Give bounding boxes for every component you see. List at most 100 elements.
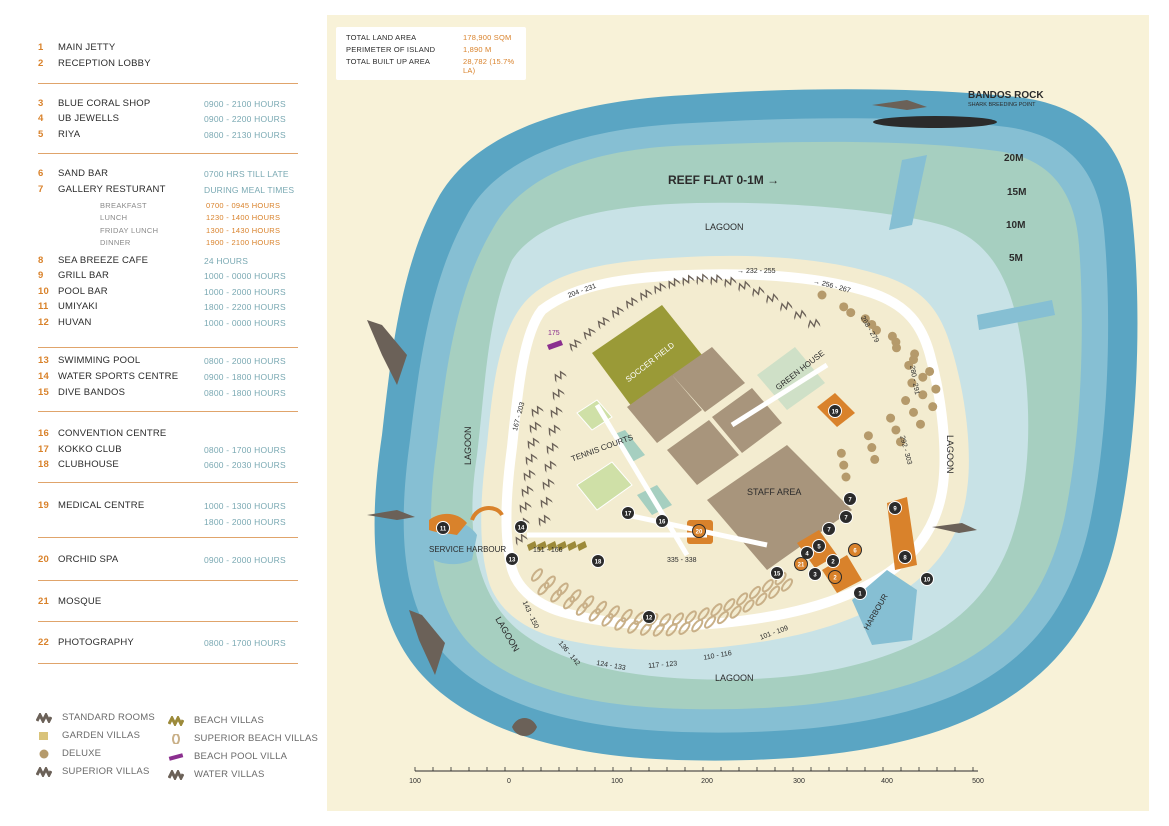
beach-villa-mark [577,541,587,551]
standard-rooms-icon [35,711,53,725]
facility-marker-number: 4 [805,552,809,558]
facility-hours: 0900 - 2100 HOURS [204,99,286,109]
facility-marker-number: 7 [848,498,852,504]
facility-number: 5 [38,129,44,140]
facility-marker[interactable]: 10 [920,572,934,586]
facility-marker[interactable]: 13 [505,552,519,566]
facility-number: 6 [38,168,44,179]
superior-villas-icon [35,765,53,779]
facility-marker-number: 14 [518,526,525,532]
facility-marker[interactable]: 7 [843,492,857,506]
standard-room-mark [552,388,565,401]
facility-marker[interactable]: 18 [591,554,605,568]
facility-marker[interactable]: 8 [898,550,912,564]
standard-room-mark [696,273,709,286]
legend-divider [38,537,298,538]
room-range-label: 335 - 338 [667,557,697,564]
meal-hours: 1300 - 1430 HOURS [206,226,281,235]
facility-name: SWIMMING POOL [58,355,141,366]
facility-name: CONVENTION CENTRE [58,428,167,439]
facility-name: BLUE CORAL SHOP [58,98,151,109]
beach-villa-mark [567,541,577,551]
facility-marker-number: 13 [509,558,516,564]
facility-number: 13 [38,355,49,366]
room-type-label: GARDEN VILLAS [62,730,141,741]
deluxe-mark [918,390,928,400]
superior-beach-villa-mark [543,575,556,589]
facility-number: 10 [38,286,49,297]
channel-north [889,155,927,230]
facility-name: POOL BAR [58,286,108,297]
facility-marker-number: 20 [696,530,703,536]
facility-marker[interactable]: 2 [826,554,840,568]
service-harbour-label: SERVICE HARBOUR [429,545,507,554]
standard-room-mark [625,297,639,310]
facility-name: MOSQUE [58,596,102,607]
standard-room-mark [710,273,723,286]
standard-room-mark [780,300,793,312]
facility-marker[interactable]: 17 [621,506,635,520]
facility-marker[interactable]: 7 [822,522,836,536]
facility-marker-number: 15 [774,572,781,578]
info-value: 1,890 M [463,45,492,54]
facility-hours: 0900 - 2000 HOURS [204,555,286,565]
manta-ray-icon-south [409,610,445,675]
superior-beach-villa-mark [659,613,672,627]
reef-flat-label: REEF FLAT 0-1M → [668,173,780,187]
facility-marker[interactable]: 6 [848,543,862,557]
facility-marker[interactable]: 19 [828,404,842,418]
deluxe-mark [895,437,905,447]
facility-marker[interactable]: 20 [692,524,706,538]
facility-marker[interactable]: 1 [853,586,867,600]
room-type-label: SUPERIOR BEACH VILLAS [194,733,319,744]
facility-hours: 0700 HRS TILL LATE [204,169,289,179]
facility-marker[interactable]: 4 [800,546,814,560]
facility-marker-number: 2 [831,560,835,566]
facility-marker[interactable]: 7 [839,510,853,524]
deluxe-mark [931,384,941,394]
scale-tick-label: 0 [507,778,511,785]
beach-villa-mark [547,541,557,551]
facility-marker[interactable]: 16 [655,514,669,528]
facility-marker[interactable]: 14 [514,520,528,534]
standard-room-mark [529,421,542,434]
facility-row: 16 CONVENTION CENTRE [38,428,300,443]
facility-marker[interactable]: 3 [808,567,822,581]
deluxe-icon [36,749,52,759]
staff-block-1 [627,375,702,443]
main-path-2 [594,403,690,557]
facility-marker[interactable]: 9 [888,501,902,515]
staff-area-label: STAFF AREA [747,487,802,497]
superior-beach-villa-mark [620,608,633,623]
superior-beach-villa-mark [729,605,742,619]
facility-number: 16 [38,428,49,439]
meal-label: LUNCH [100,213,128,222]
standard-room-mark [527,437,540,450]
standard-room-mark [640,289,653,302]
facility-marker[interactable]: 15 [770,566,784,580]
standard-room-mark [611,306,625,320]
facility-number: 22 [38,637,49,648]
beach-pool-villa-mark [547,340,563,350]
deluxe-mark [904,360,914,370]
facility-marker[interactable]: 11 [436,521,450,535]
bandos-rock [873,116,997,128]
facility-marker[interactable]: 2 [828,570,842,584]
facility-marker[interactable]: 12 [642,610,656,624]
lagoon-east-label: LAGOON [945,435,955,474]
superior-beach-villa-mark [736,592,749,606]
facility-marker-number: 6 [853,549,857,555]
superior-beach-villa-mark [780,578,794,592]
facility-marker[interactable]: 21 [794,557,808,571]
villa-layer [367,100,977,736]
standard-room-mark [794,309,807,321]
facility-number: 1 [38,42,44,53]
facility-marker[interactable]: 5 [812,539,826,553]
